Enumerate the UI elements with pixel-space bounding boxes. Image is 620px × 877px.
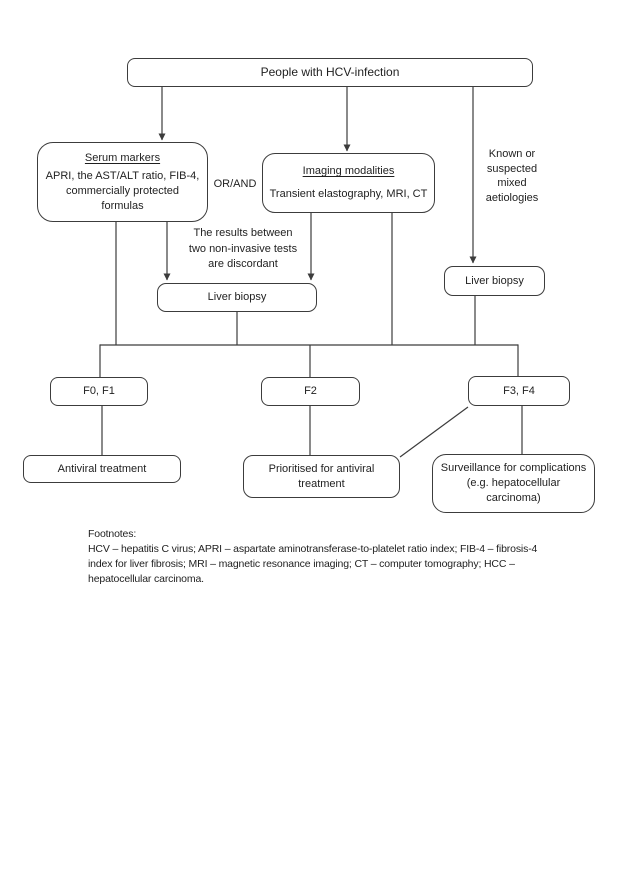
node-f0-f1: F0, F1	[50, 377, 148, 406]
node-serum-markers: Serum markers APRI, the AST/ALT ratio, F…	[37, 142, 208, 222]
footnote-line-3: index for liver fibrosis; MRI – magnetic…	[88, 558, 515, 570]
imaging-modalities-title: Imaging modalities	[302, 165, 395, 177]
or-and-text: OR/AND	[213, 178, 257, 190]
node-label: Liver biopsy	[465, 274, 524, 287]
node-label: F2	[304, 385, 317, 397]
connector-f34-to-prioritised-diagonal	[399, 406, 469, 458]
footnote-line-4: hepatocellular carcinoma.	[88, 573, 204, 585]
node-prioritised-antiviral-treatment: Prioritised for antiviral treatment	[243, 455, 400, 498]
node-surveillance-complications: Surveillance for complications (e.g. hep…	[432, 454, 595, 513]
node-f2: F2	[261, 377, 360, 406]
imaging-modalities-body: Transient elastography, MRI, CT	[269, 188, 428, 200]
node-label: Liver biopsy	[207, 291, 267, 303]
node-label: F0, F1	[83, 385, 115, 397]
footnote-line-1: Footnotes:	[88, 528, 137, 540]
node-antiviral-treatment: Antiviral treatment	[23, 455, 181, 483]
node-label: People with HCV-infection	[260, 65, 400, 79]
node-liver-biopsy-discordant: Liver biopsy	[157, 283, 317, 312]
footnotes: Footnotes: HCV – hepatitis C virus; APRI…	[88, 527, 537, 587]
node-liver-biopsy-mixed-aetiologies: Liver biopsy	[444, 266, 545, 296]
label-known-or-suspected-mixed-aetiologies: Known or suspected mixed aetiologies	[485, 148, 539, 204]
footnote-line-2: HCV – hepatitis C virus; APRI – aspartat…	[88, 543, 538, 555]
node-label: Prioritised for antiviral treatment	[268, 462, 375, 490]
node-imaging-modalities: Imaging modalities Transient elastograph…	[262, 153, 435, 213]
node-f3-f4: F3, F4	[468, 376, 570, 406]
node-label: Antiviral treatment	[57, 462, 147, 475]
serum-markers-body: APRI, the AST/ALT ratio, FIB-4, commerci…	[45, 169, 200, 212]
node-people-with-hcv-infection: People with HCV-infection	[127, 58, 533, 87]
node-label: Surveillance for complications (e.g. hep…	[440, 462, 587, 504]
label-discordant-results: The results between two non-invasive tes…	[188, 227, 298, 270]
node-label: F3, F4	[503, 384, 535, 397]
serum-markers-title: Serum markers	[84, 151, 161, 164]
label-or-and: OR/AND	[209, 177, 261, 192]
